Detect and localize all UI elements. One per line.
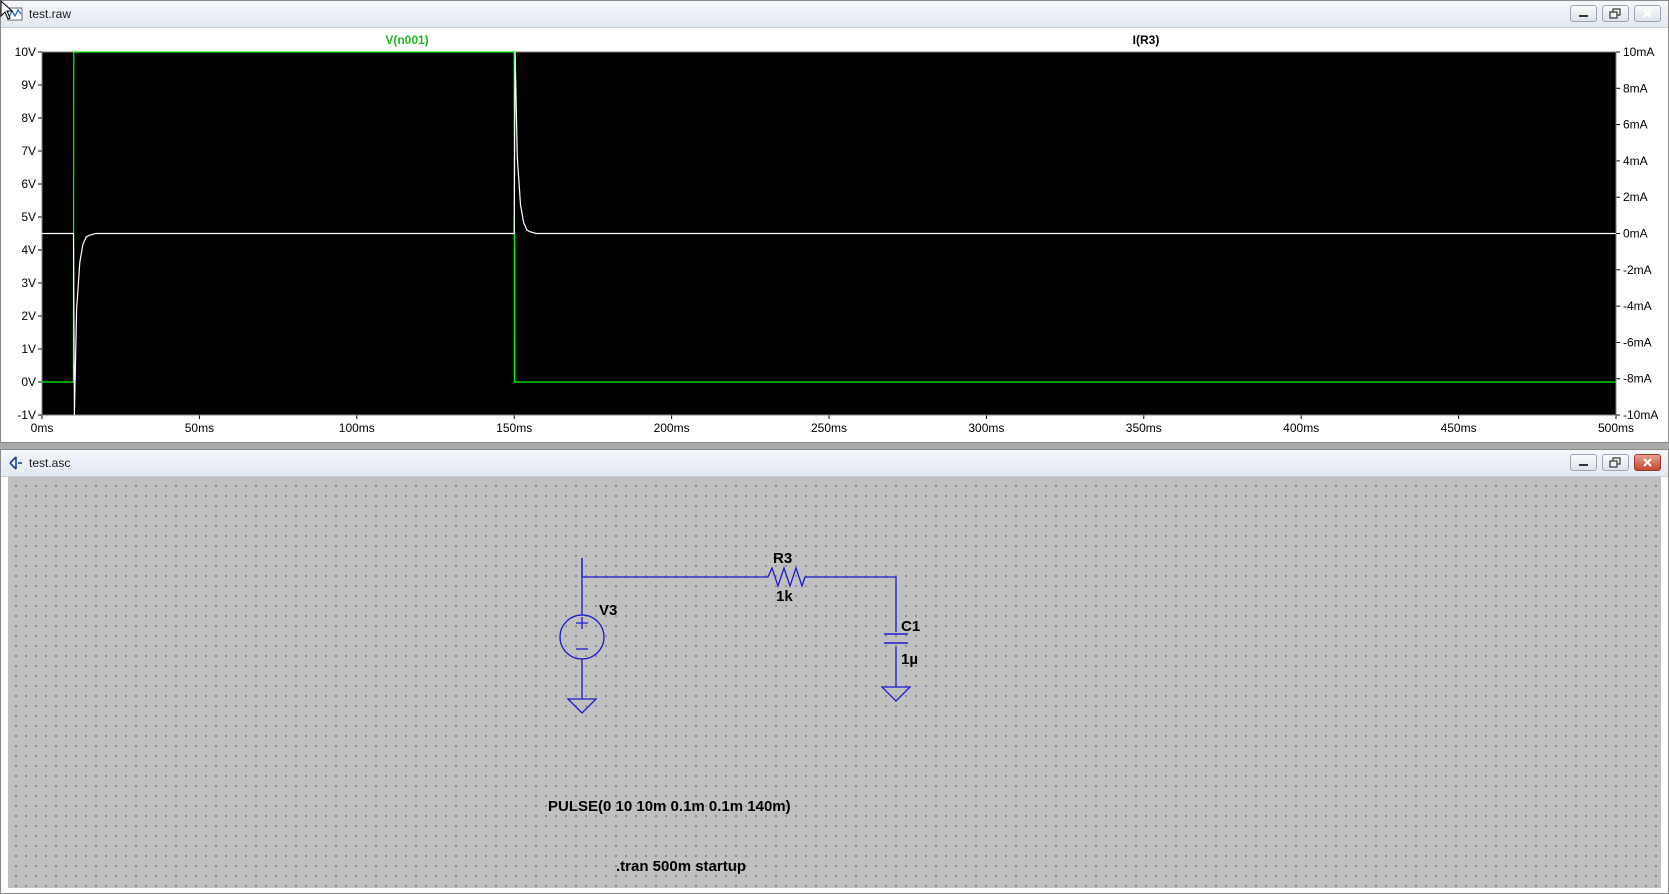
y-left-tick-label: -1V (17, 408, 36, 422)
minimize-icon (1579, 464, 1588, 466)
trace-legend[interactable]: V(n001) I(R3) (385, 33, 1159, 47)
minimize-icon (1579, 15, 1588, 17)
v3-instance-name[interactable]: V3 (599, 602, 618, 619)
y-right-tick-label: -4mA (1623, 299, 1652, 313)
y-right-tick-label: -8mA (1623, 372, 1652, 386)
schematic-window-title: test.asc (29, 456, 71, 470)
y-left-tick-label: 10V (15, 45, 36, 59)
waveform-window[interactable]: test.raw 0ms 50ms 100ms 150ms 200ms 250ms 300m… (0, 0, 1669, 443)
ground-symbol-v3[interactable] (566, 698, 598, 714)
y-right-tick-label: 4mA (1623, 154, 1648, 168)
close-icon (1643, 458, 1652, 467)
trace-v-n001-[interactable] (42, 51, 1616, 383)
capacitor-c1[interactable] (884, 633, 908, 644)
resistor-r3[interactable] (764, 565, 808, 589)
restore-button[interactable] (1602, 5, 1629, 22)
x-tick-label: 350ms (1126, 421, 1162, 435)
y-right-tick-label: -6mA (1623, 335, 1652, 349)
y-left-tick-label: 7V (21, 144, 36, 158)
restore-button[interactable] (1602, 454, 1629, 471)
schematic-window[interactable]: test.asc (0, 449, 1669, 894)
y-right-tick-label: 8mA (1623, 81, 1648, 95)
y-left-tick-label: 8V (21, 111, 36, 125)
y-right-tick-label: -10mA (1623, 408, 1658, 422)
waveform-window-title: test.raw (29, 7, 72, 21)
schematic-titlebar[interactable]: test.asc (1, 450, 1668, 477)
y-left-tick-label: 6V (21, 177, 36, 191)
x-tick-label: 50ms (185, 421, 214, 435)
close-button[interactable] (1634, 5, 1661, 22)
schematic-app-icon (9, 456, 22, 470)
wire-top-left[interactable] (581, 558, 764, 578)
y-left-tick-label: 0V (21, 375, 36, 389)
minimize-button[interactable] (1570, 5, 1597, 22)
tick-labels: 0ms 50ms 100ms 150ms 200ms 250ms 300ms 350ms 400… (15, 45, 1659, 435)
schematic-drawing[interactable] (8, 477, 1661, 888)
spice-directive[interactable]: .tran 500m startup (616, 858, 747, 875)
waveform-chart[interactable]: 0ms 50ms 100ms 150ms 200ms 250ms 300ms 350ms 400… (1, 28, 1668, 441)
y-right-tick-label: 2mA (1623, 190, 1648, 204)
y-left-tick-label: 5V (21, 210, 36, 224)
y-right-tick-label: -2mA (1623, 263, 1652, 277)
x-tick-label: 100ms (339, 421, 375, 435)
y-left-tick-label: 4V (21, 243, 36, 257)
mouse-cursor-icon (0, 0, 14, 20)
v3-value[interactable]: PULSE(0 10 10m 0.1m 0.1m 140m) (548, 798, 791, 815)
x-tick-label: 500ms (1598, 421, 1634, 435)
trace-legend-label[interactable]: I(R3) (1133, 33, 1160, 47)
x-tick-label: 300ms (968, 421, 1004, 435)
voltage-source-v3[interactable] (559, 558, 605, 681)
waveform-plot-area[interactable]: 0ms 50ms 100ms 150ms 200ms 250ms 300ms 350ms 400… (1, 28, 1668, 441)
wire-top-right[interactable] (808, 576, 897, 632)
x-tick-label: 0ms (31, 421, 54, 435)
schematic-canvas[interactable]: V3 R3 1k C1 1µ PULSE(0 10 10m 0.1m 0.1m … (8, 477, 1661, 888)
close-button[interactable] (1634, 454, 1661, 471)
y-right-tick-label: 6mA (1623, 118, 1648, 132)
waveform-titlebar[interactable]: test.raw (1, 1, 1668, 28)
y-left-tick-label: 1V (21, 342, 36, 356)
y-right-tick-label: 10mA (1623, 45, 1654, 59)
y-left-tick-label: 9V (21, 78, 36, 92)
x-tick-label: 450ms (1441, 421, 1477, 435)
restore-icon (1609, 457, 1621, 468)
x-tick-label: 400ms (1283, 421, 1319, 435)
y-left-tick-label: 3V (21, 276, 36, 290)
trace-layer (42, 51, 1616, 416)
r3-value[interactable]: 1k (776, 588, 793, 605)
r3-instance-name[interactable]: R3 (773, 550, 793, 567)
trace-legend-label[interactable]: V(n001) (385, 33, 428, 47)
minimize-button[interactable] (1570, 454, 1597, 471)
y-left-tick-label: 2V (21, 309, 36, 323)
c1-instance-name[interactable]: C1 (901, 618, 921, 635)
close-icon (1643, 9, 1652, 18)
x-tick-label: 250ms (811, 421, 847, 435)
x-tick-label: 150ms (496, 421, 532, 435)
c1-value[interactable]: 1µ (901, 651, 918, 668)
restore-icon (1609, 8, 1621, 19)
trace-i-r3-[interactable] (42, 51, 1616, 416)
x-tick-label: 200ms (654, 421, 690, 435)
ground-symbol-c1[interactable] (880, 686, 912, 702)
y-right-tick-label: 0mA (1623, 227, 1648, 241)
